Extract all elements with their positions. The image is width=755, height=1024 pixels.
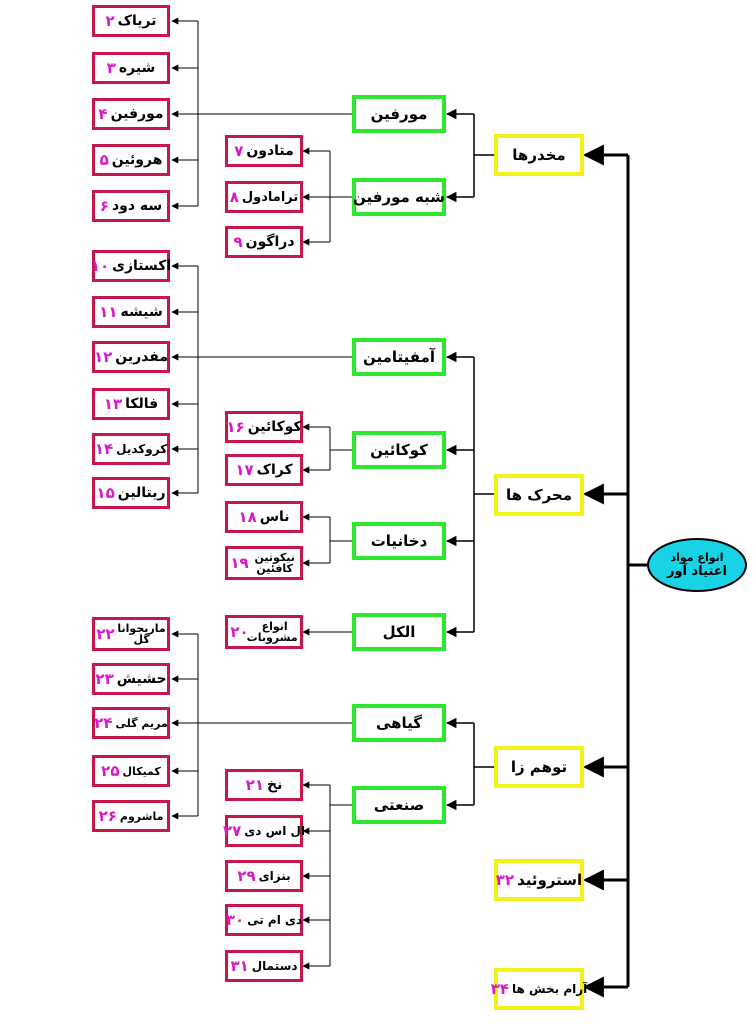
sub-tobacco: دخانیات [352, 522, 446, 560]
root-node: انواع مواد اعتیاد آور [647, 538, 747, 592]
category-narcotics: مخدرها [494, 134, 584, 176]
root-line1: انواع مواد [670, 551, 724, 564]
sub-alcohol: الکل [352, 613, 446, 651]
category-hallucinogens: توهم زا [494, 746, 584, 788]
sub-industrial: صنعتی [352, 786, 446, 824]
root-line2: اعتیاد آور [666, 564, 728, 579]
sub-herbal: گیاهی [352, 704, 446, 742]
sub-morphine: مورفین [352, 95, 446, 133]
sub-cocaine: کوکائین [352, 431, 446, 469]
sub-amphetamine: آمفیتامین [352, 338, 446, 376]
category-stimulants: محرک ها [494, 474, 584, 516]
sub-pseudo-morphine: شبه مورفین [352, 178, 446, 216]
